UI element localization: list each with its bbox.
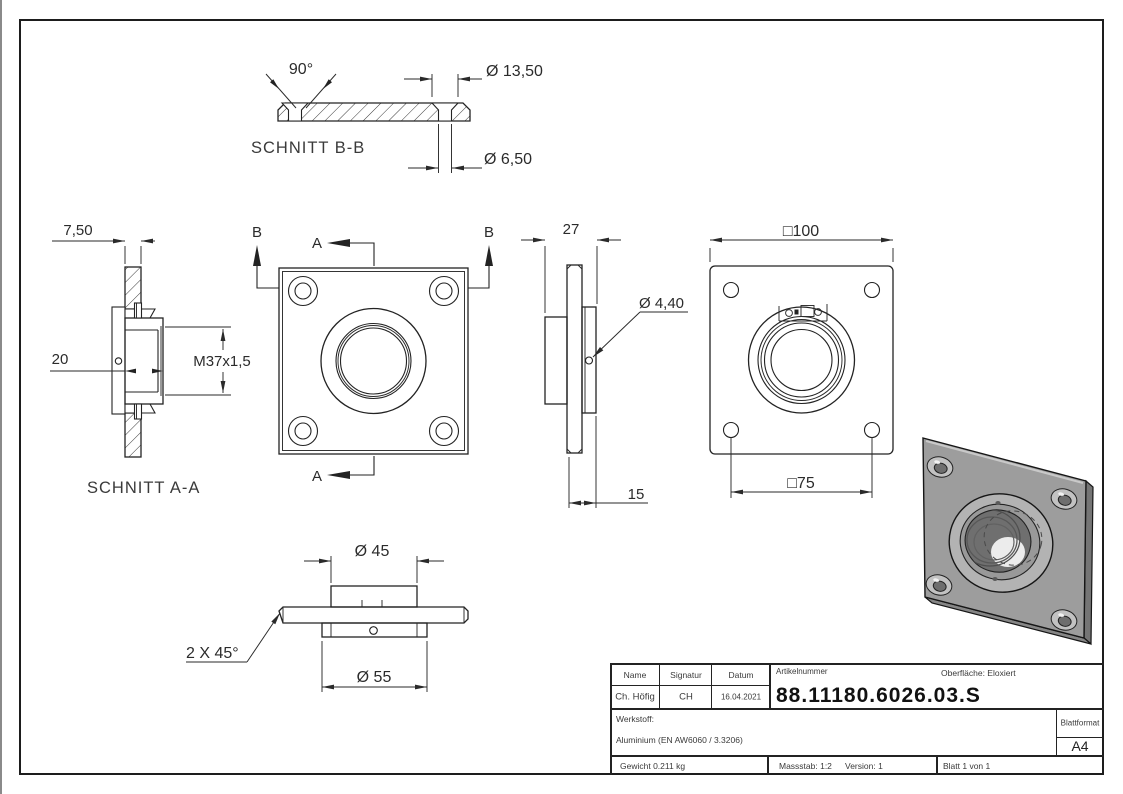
tb-werkstoff-value: Aluminium (EN AW6060 / 3.3206) bbox=[616, 735, 743, 745]
tb-artikelnummer: 88.11180.6026.03.S bbox=[776, 684, 981, 707]
tb-massstab: Massstab: 1:2 bbox=[779, 761, 832, 771]
tb-datum-value: 16.04.2021 bbox=[720, 692, 762, 702]
tb-col-name: Name bbox=[623, 670, 647, 680]
tb-werkstoff-label: Werkstoff: bbox=[616, 714, 654, 724]
dim-hole-pattern: □75 bbox=[787, 475, 815, 492]
tb-blattformat-value: A4 bbox=[1071, 738, 1089, 754]
section-aa-label: SCHNITT A-A bbox=[87, 479, 200, 497]
side-view: 27 Ø 4,40 15 bbox=[521, 221, 688, 508]
marker-a-label: A bbox=[312, 235, 322, 252]
back-view: □100 □75 bbox=[709, 223, 894, 498]
dim-csk-angle: 90° bbox=[289, 61, 313, 78]
section-bb-label: SCHNITT B-B bbox=[251, 139, 365, 157]
tb-col-signatur: Signatur bbox=[670, 670, 702, 680]
tb-name-value: Ch. Höfig bbox=[615, 691, 655, 703]
dim-total-depth: 27 bbox=[563, 221, 580, 238]
tb-artikel-label: Artikelnummer bbox=[776, 667, 828, 676]
dim-plate-size: □100 bbox=[783, 223, 819, 240]
dim-plate-thickness: 7,50 bbox=[63, 222, 92, 239]
section-marker-a-top: A bbox=[312, 235, 375, 266]
section-aa-view: 7,50 20 M37x1,5 SCHNITT A-A bbox=[50, 222, 251, 497]
section-marker-b-right: B bbox=[468, 224, 494, 289]
tb-col-datum: Datum bbox=[728, 670, 754, 680]
marker-b-label: B bbox=[484, 224, 494, 241]
bottom-view: Ø 45 2 X 45° Ø 55 bbox=[186, 543, 469, 692]
tb-blatt: Blatt 1 von 1 bbox=[943, 761, 991, 771]
back-clamp-detail bbox=[778, 304, 828, 322]
dim-chamfer: 2 X 45° bbox=[186, 645, 239, 662]
dim-top-boss-diameter: Ø 45 bbox=[355, 543, 390, 560]
dim-pin-hole: Ø 4,40 bbox=[639, 295, 684, 312]
dim-bottom-boss-diameter: Ø 55 bbox=[357, 669, 392, 686]
render-corner-holes bbox=[925, 456, 1078, 631]
render-center-boss bbox=[948, 493, 1054, 593]
front-corner-holes bbox=[287, 275, 460, 447]
dim-thread-spec: M37x1,5 bbox=[193, 353, 251, 370]
tb-version: Version: 1 bbox=[845, 761, 883, 771]
marker-a-label: A bbox=[312, 468, 322, 485]
front-view: A A B B bbox=[252, 224, 494, 485]
front-center-boss bbox=[320, 307, 427, 415]
tb-gewicht: Gewicht 0.211 kg bbox=[620, 761, 686, 771]
section-bb-view: 90° Ø 13,50 Ø 6,50 SCHNITT B-B bbox=[251, 61, 543, 173]
section-marker-b-left: B bbox=[252, 224, 279, 289]
tb-oberflaeche: Oberfläche: Eloxiert bbox=[941, 668, 1016, 678]
marker-b-label: B bbox=[252, 224, 262, 241]
dim-boss-depth: 20 bbox=[52, 351, 69, 368]
tb-signatur-value: CH bbox=[679, 691, 693, 703]
back-center-boss bbox=[747, 306, 856, 414]
drawing-frame-border bbox=[19, 19, 1104, 775]
render-3d-part bbox=[922, 437, 1094, 646]
dim-boss-height: 15 bbox=[628, 486, 645, 503]
screen-left-edge bbox=[0, 0, 2, 794]
tb-blattformat-label: Blattformat bbox=[1060, 718, 1100, 728]
section-marker-a-bottom: A bbox=[312, 456, 375, 485]
dim-hole-diameter: Ø 6,50 bbox=[484, 151, 532, 168]
dim-csk-diameter: Ø 13,50 bbox=[486, 63, 543, 80]
